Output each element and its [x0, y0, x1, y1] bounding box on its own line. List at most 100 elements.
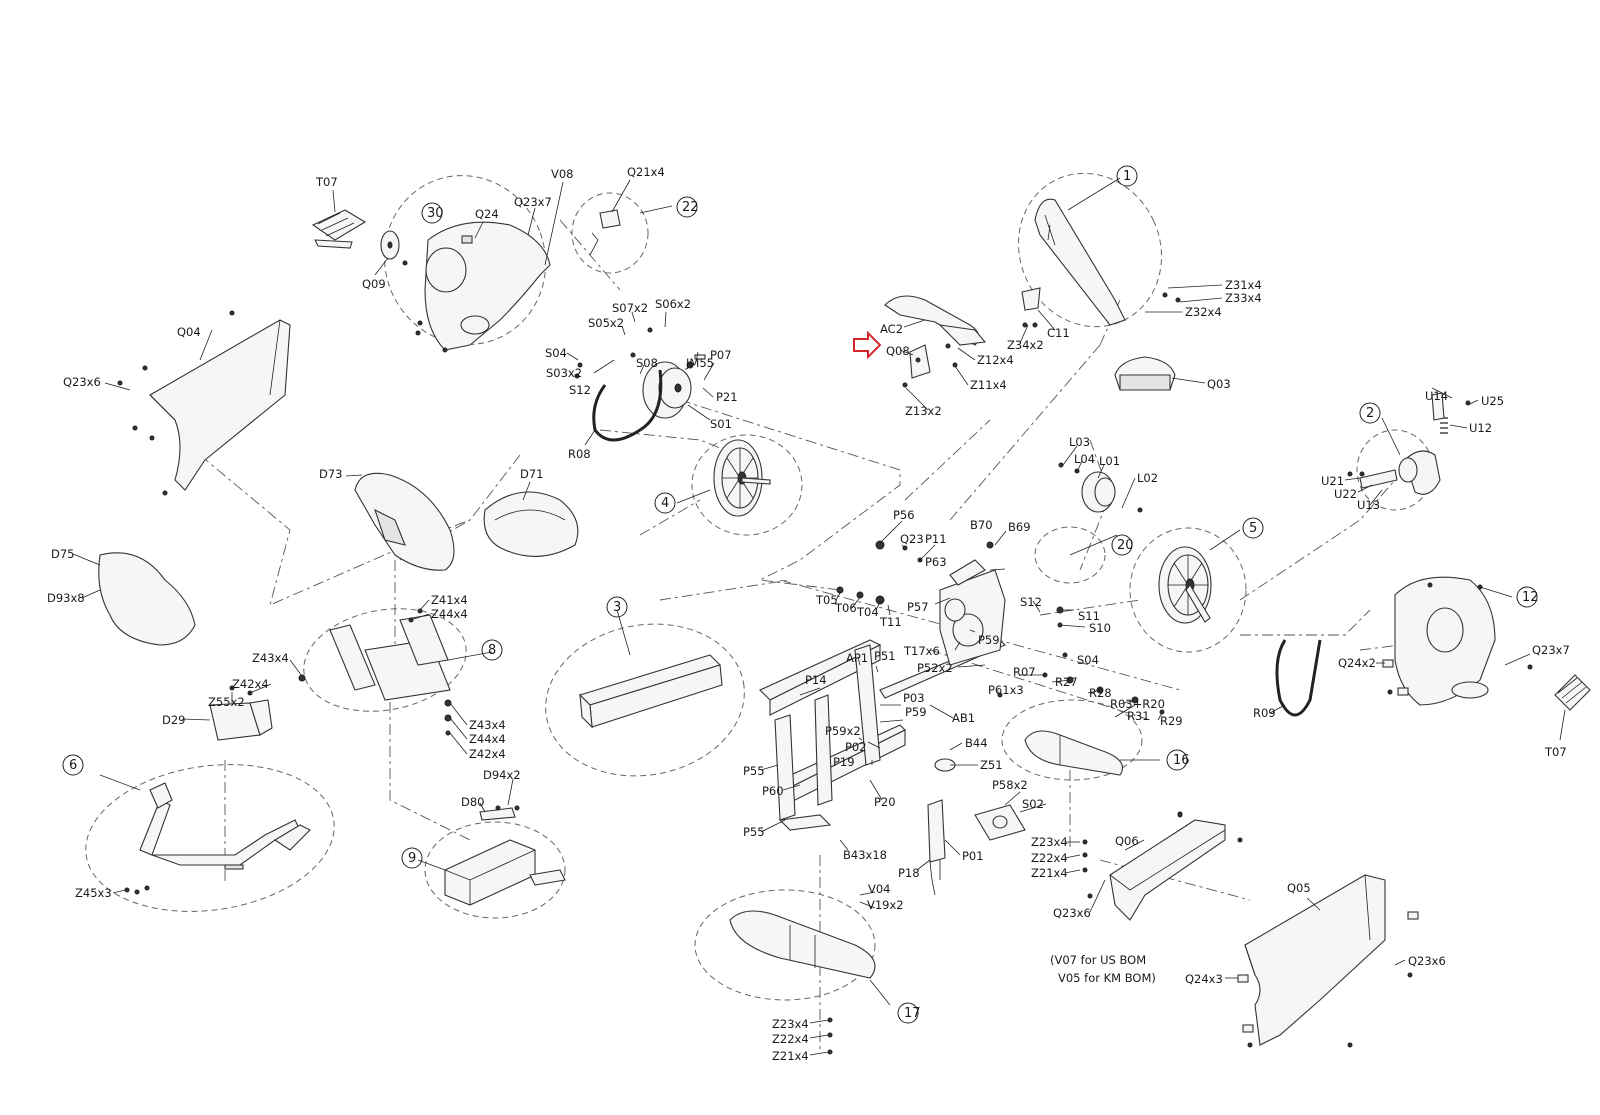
part-label-p59b: P59 — [905, 705, 927, 719]
part-label-r03r20: R03+R20 — [1110, 697, 1165, 711]
part-label-s12a: S12 — [569, 383, 591, 397]
part-label-p21: P21 — [716, 390, 738, 404]
part-label-u13: U13 — [1357, 498, 1380, 512]
part-label-z21x4a: Z21x4 — [1031, 866, 1068, 880]
pedal-t07-right — [1554, 674, 1591, 711]
part-label-z44x4b: Z44x4 — [469, 732, 506, 746]
part-label-s08: S08 — [636, 356, 658, 370]
fastener-dots — [117, 260, 1533, 1055]
part-label-z23x4a: Z23x4 — [1031, 835, 1068, 849]
part-label-z32x4: Z32x4 — [1185, 305, 1222, 319]
part-label-p57: P57 — [907, 600, 929, 614]
part-label-p19: P19 — [833, 755, 855, 769]
part-label-t11: T11 — [879, 615, 902, 629]
part-label-z43x4b: Z43x4 — [469, 718, 506, 732]
part-label-u12: U12 — [1469, 421, 1492, 435]
console-post-1 — [1034, 198, 1126, 326]
handlebar-ac2 — [884, 295, 987, 346]
part-label-z34x2: Z34x2 — [1007, 338, 1044, 352]
cover-30 — [424, 221, 551, 351]
part-label-t05: T05 — [815, 593, 838, 607]
flywheel-5 — [1158, 546, 1212, 624]
part-label-l04: L04 — [1074, 452, 1095, 466]
pulley-s01 — [642, 361, 692, 419]
stabilizer-17 — [729, 910, 876, 979]
back-cover-d75 — [98, 552, 196, 646]
part-label-z31x4: Z31x4 — [1225, 278, 1262, 292]
part-label-l5: 5 — [1249, 521, 1257, 536]
part-label-z33x4: Z33x4 — [1225, 291, 1262, 305]
part-label-z45x3: Z45x3 — [75, 886, 112, 900]
part-label-p01: P01 — [962, 849, 984, 863]
part-label-t06: T06 — [834, 601, 857, 615]
part-label-r07: R07 — [1013, 665, 1036, 679]
flywheel-4 — [713, 439, 771, 517]
seat-rail-3 — [578, 654, 723, 729]
bom-note-line-2: V05 for KM BOM) — [1058, 971, 1156, 985]
part-label-p03: P03 — [903, 691, 925, 705]
part-label-p61x3: P61x3 — [988, 683, 1024, 697]
part-label-q23x6b: Q23x6 — [1053, 906, 1091, 920]
seat-adjuster-9 — [444, 839, 566, 906]
part-label-b43x18: B43x18 — [843, 848, 887, 862]
cover-12 — [1394, 576, 1496, 706]
part-label-z12x4: Z12x4 — [977, 353, 1014, 367]
stabilizer-16 — [1024, 730, 1124, 776]
part-label-z22x4a: Z22x4 — [1031, 851, 1068, 865]
bracket-s02 — [974, 804, 1026, 841]
part-label-z43x4a: Z43x4 — [252, 651, 289, 665]
part-label-l17: 17 — [904, 1006, 921, 1021]
part-label-q23b: Q23 — [900, 532, 924, 546]
part-label-q23x7b: Q23x7 — [1532, 643, 1570, 657]
part-label-z55x2: Z55x2 — [208, 695, 245, 709]
leader-lines — [72, 177, 1566, 1056]
part-label-z22x4b: Z22x4 — [772, 1032, 809, 1046]
part-label-t07b: T07 — [1544, 745, 1567, 759]
square-clips — [694, 354, 1419, 1033]
part-label-p52x2: P52x2 — [917, 661, 953, 675]
plate-d80 — [479, 807, 516, 821]
part-label-q21x4: Q21x4 — [627, 165, 665, 179]
part-label-ac2: AC2 — [880, 322, 903, 336]
part-label-ap1: AP1 — [846, 651, 868, 665]
part-label-p63: P63 — [925, 555, 947, 569]
part-label-p56: P56 — [893, 508, 915, 522]
part-label-q06: Q06 — [1115, 834, 1139, 848]
handle-d29 — [209, 699, 273, 741]
bearing-l01 — [1081, 471, 1116, 513]
part-label-r31: R31 — [1127, 709, 1150, 723]
part-label-l03: L03 — [1069, 435, 1090, 449]
part-label-r28: R28 — [1089, 686, 1112, 700]
cup-c11 — [1021, 287, 1041, 311]
part-label-v04: V04 — [868, 882, 891, 896]
part-label-s07x2: S07x2 — [612, 301, 648, 315]
part-label-q23x6c: Q23x6 — [1408, 954, 1446, 968]
part-label-l9: 9 — [408, 851, 416, 866]
part-label-l4: 4 — [661, 496, 669, 511]
part-label-d73: D73 — [319, 467, 343, 481]
part-label-t07a: T07 — [315, 175, 338, 189]
part-label-r08: R08 — [568, 447, 591, 461]
bracket-2 — [1359, 392, 1448, 495]
part-label-u25: U25 — [1481, 394, 1504, 408]
group-number-circles — [62, 165, 1538, 1024]
part-label-l22: 22 — [682, 200, 699, 215]
part-label-q05: Q05 — [1287, 881, 1311, 895]
part-label-r09: R09 — [1253, 706, 1276, 720]
part-label-jm55: JM55 — [685, 356, 714, 370]
part-label-d80: D80 — [461, 795, 485, 809]
seat-back-d73 — [354, 472, 455, 571]
part-label-p55a: P55 — [743, 764, 765, 778]
part-label-q08: Q08 — [886, 344, 910, 358]
part-label-p60: P60 — [762, 784, 784, 798]
part-label-b44: B44 — [965, 736, 988, 750]
part-label-p11: P11 — [925, 532, 947, 546]
part-label-s04a: S04 — [545, 346, 567, 360]
part-label-l16: 16 — [1173, 753, 1190, 768]
part-label-p14: P14 — [805, 673, 827, 687]
lower-cover-q06 — [1109, 819, 1226, 921]
motor-p01 — [927, 799, 946, 896]
part-label-d29: D29 — [162, 713, 186, 727]
side-cover-q05 — [1244, 874, 1386, 1046]
